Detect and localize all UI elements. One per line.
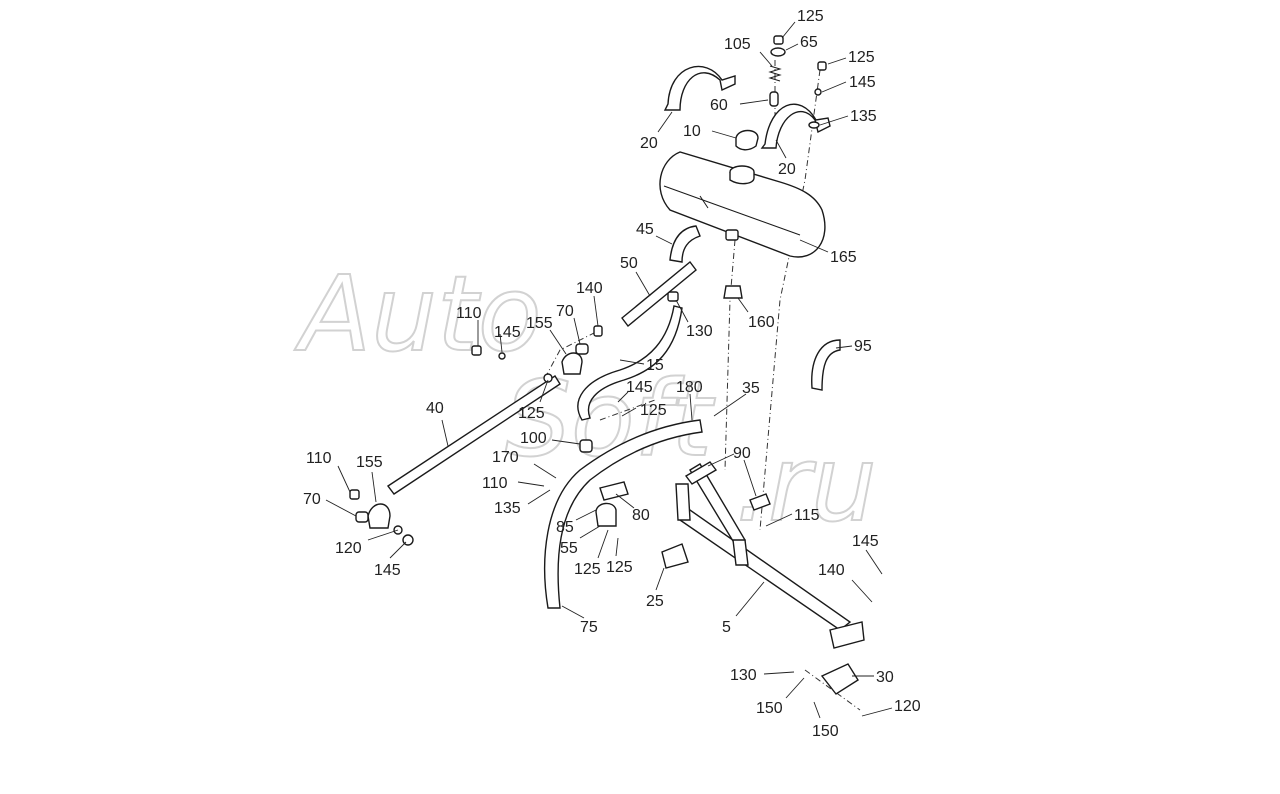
- callout-60: 60: [710, 97, 728, 114]
- callout-140: 140: [818, 562, 845, 579]
- fitting-100: [579, 439, 593, 453]
- spacer-70-left: [355, 511, 369, 523]
- bolt-110-upper: [471, 345, 482, 356]
- callout-30: 30: [876, 669, 894, 686]
- clamp-80: [599, 481, 629, 501]
- fitting-130: [667, 291, 679, 302]
- watermark-ru: .ru: [735, 423, 877, 545]
- callout-135: 135: [850, 108, 877, 125]
- spring-105: [768, 65, 782, 82]
- callout-20: 20: [640, 135, 658, 152]
- callout-105: 105: [724, 36, 751, 53]
- clamp-155-upper: [561, 352, 583, 375]
- pin-60: [769, 91, 779, 107]
- callout-125: 145: [374, 562, 401, 579]
- mounting-strap-right: [760, 103, 831, 149]
- callout-180: 180: [676, 379, 703, 396]
- callout-50: 50: [620, 255, 638, 272]
- callout-130: 130: [730, 667, 757, 684]
- bracket-55: [595, 502, 617, 527]
- callout-145: 145: [849, 74, 876, 91]
- callout-155: 155: [356, 454, 383, 471]
- callout-10: 10: [683, 123, 701, 140]
- callout-110: 110: [306, 450, 332, 467]
- bolt-110-left: [349, 489, 360, 500]
- callout-115: 115: [794, 507, 820, 524]
- callout-70: 70: [303, 491, 321, 508]
- spacer-70-upper: [575, 343, 589, 355]
- callout-125: 125: [606, 559, 633, 576]
- plate-30: [820, 663, 859, 695]
- callout-170: 170: [492, 449, 519, 466]
- nut-125-upper: [543, 373, 553, 383]
- callout-125: 125: [797, 8, 824, 25]
- callout-150: 150: [812, 723, 839, 740]
- pipe-50: [621, 260, 697, 328]
- callout-25: 25: [646, 593, 664, 610]
- pipe-40: [386, 375, 561, 495]
- callout-55: 55: [560, 540, 578, 557]
- hose-45: [669, 225, 701, 263]
- callout-35: 35: [742, 380, 760, 397]
- callout-160: 160: [748, 314, 775, 331]
- callout-40: 40: [426, 400, 444, 417]
- callout-45: 45: [636, 221, 654, 238]
- callout-20: 20: [778, 161, 796, 178]
- frame-5: [675, 463, 865, 649]
- callout-85: 85: [556, 519, 574, 536]
- callout-5: 5: [722, 619, 731, 636]
- callout-155: 155: [526, 315, 553, 332]
- callout-120: 120: [894, 698, 921, 715]
- callout-135: 135: [494, 500, 521, 517]
- callout-15: 15: [646, 357, 664, 374]
- mounting-strap-left: [663, 65, 736, 111]
- callout-110: 110: [456, 305, 482, 322]
- washer-145-top: [814, 88, 822, 96]
- callout-130: 130: [686, 323, 713, 340]
- grommet-160: [723, 285, 743, 299]
- hose-15: [577, 305, 683, 421]
- callout-125: 125: [848, 49, 875, 66]
- callout-145: 125: [574, 561, 601, 578]
- callout-120: 145: [852, 533, 879, 550]
- bolt-140-upper: [593, 325, 603, 337]
- washer-145-upper: [498, 352, 506, 360]
- callout-90: 90: [733, 445, 751, 462]
- washer-135-top: [808, 121, 820, 129]
- hose-95: [811, 339, 841, 391]
- callout-125: 125: [640, 402, 667, 419]
- callout-70: 70: [556, 303, 574, 320]
- nut-125-right: [817, 61, 827, 71]
- clamp-155-left: [367, 503, 391, 529]
- callout-125: 125: [518, 405, 545, 422]
- callout-145: 120: [335, 540, 362, 557]
- callout-110: 110: [482, 475, 508, 492]
- callouts: 125 105 65 125 145 60 135 20 10 20 45 16…: [303, 8, 921, 740]
- callout-145: 145: [494, 324, 521, 341]
- callout-100: 100: [520, 430, 547, 447]
- hose-75: [544, 419, 703, 609]
- bracket-90: [684, 461, 771, 511]
- nut-125-top: [773, 35, 784, 45]
- bracket-25: [661, 543, 689, 569]
- callout-65: 65: [800, 34, 818, 51]
- fuel-tank-165: [659, 151, 826, 258]
- callout-150: 150: [756, 700, 783, 717]
- callout-145: 145: [626, 379, 653, 396]
- callout-80: 80: [632, 507, 650, 524]
- callout-75: 75: [580, 619, 598, 636]
- filler-cap-10: [735, 129, 759, 151]
- callout-95: 95: [854, 338, 872, 355]
- callout-140: 140: [576, 280, 603, 297]
- washer-65: [770, 47, 786, 57]
- callout-165: 165: [830, 249, 857, 266]
